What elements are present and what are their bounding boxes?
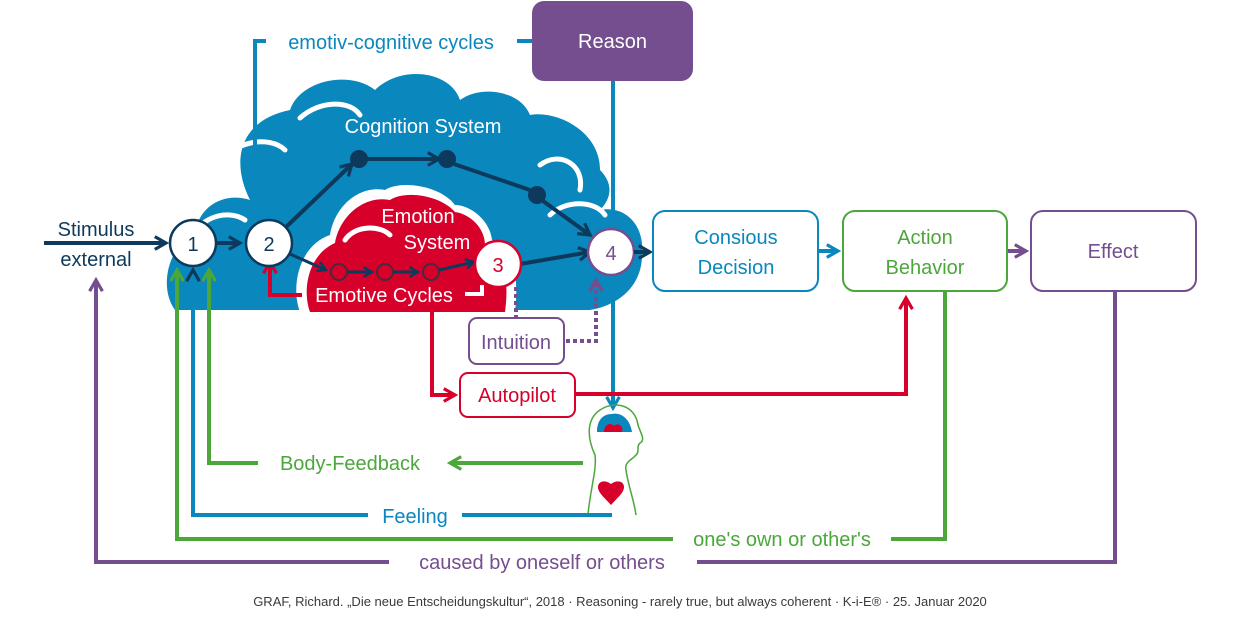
node-4[interactable]: 4: [586, 227, 636, 277]
feeling-label: Feeling: [382, 506, 448, 528]
own-or-others-label: one's own or other's: [693, 529, 871, 551]
node-1[interactable]: 1: [168, 218, 218, 268]
emotiv-cognitive-cycles-connector: [247, 39, 532, 226]
person-icon: [587, 404, 644, 516]
svg-text:Action: Action: [897, 227, 953, 249]
effect-box[interactable]: Effect: [1030, 210, 1197, 292]
svg-text:Decision: Decision: [698, 257, 775, 279]
stimulus-label-1: Stimulus: [58, 219, 135, 241]
svg-text:Consious: Consious: [694, 227, 777, 249]
svg-text:Intuition: Intuition: [481, 332, 551, 354]
body-feedback-label: Body-Feedback: [280, 453, 421, 475]
intuition-box[interactable]: Intuition: [468, 317, 565, 365]
emotive-cycles-label: Emotive Cycles: [315, 285, 453, 307]
cognition-path: [283, 150, 593, 237]
caused-by-label: caused by oneself or others: [419, 552, 665, 574]
emotion-to-autopilot-arrow: [430, 310, 459, 403]
cognition-system-label: Cognition System: [345, 116, 502, 138]
action-behavior-box[interactable]: Action Behavior: [842, 210, 1008, 292]
footer-citation: GRAF, Richard. „Die neue Entscheidungsku…: [253, 594, 987, 609]
autopilot-to-action-arrow: [575, 294, 914, 396]
svg-text:Behavior: Behavior: [886, 257, 965, 279]
heart-icon: [598, 481, 624, 505]
node-3[interactable]: 3: [473, 239, 523, 289]
svg-text:1: 1: [187, 234, 198, 256]
emotion-cloud: [296, 185, 517, 312]
action-feedback-to-node1: [169, 266, 673, 541]
node-2[interactable]: 2: [244, 218, 294, 268]
svg-text:Effect: Effect: [1088, 241, 1139, 263]
svg-text:3: 3: [492, 255, 503, 277]
cycles-label: emotiv-cognitive cycles: [288, 32, 494, 54]
emotive-return-arrow: [262, 258, 302, 297]
feeling-to-node1: [185, 266, 368, 517]
reason-label: Reason: [578, 31, 647, 53]
stimulus-label-2: external: [60, 249, 131, 271]
conscious-decision-box[interactable]: Consious Decision: [652, 210, 819, 292]
effect-feedback-right: [697, 292, 1117, 564]
emotion-system-label-1: Emotion: [381, 206, 454, 228]
reason-box[interactable]: [532, 1, 693, 81]
body-feedback-to-node1: [201, 266, 258, 465]
intuition-to-node4-dotted: [566, 276, 604, 343]
emotion-path: [289, 246, 594, 281]
effect-feedback-to-stimulus: [88, 276, 389, 564]
emotive-cycles-return: [465, 285, 484, 296]
autopilot-box[interactable]: Autopilot: [459, 372, 576, 418]
svg-text:4: 4: [605, 243, 616, 265]
action-feedback-right: [891, 292, 947, 541]
emotion-system-label-2: System: [404, 232, 471, 254]
svg-text:Autopilot: Autopilot: [478, 385, 556, 407]
svg-text:2: 2: [263, 234, 274, 256]
